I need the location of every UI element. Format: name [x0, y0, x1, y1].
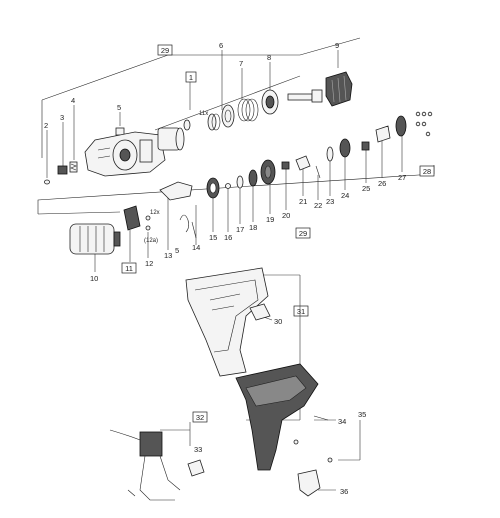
box-1-text: 1	[189, 73, 193, 82]
part-14-pin	[191, 221, 197, 239]
part-15-ring	[206, 177, 220, 199]
box-label-29-mid: 29	[295, 227, 311, 239]
part-spindle	[287, 89, 323, 103]
part-35-screws	[293, 439, 333, 463]
part-housing-right	[235, 363, 319, 471]
label-25: 25	[362, 184, 370, 193]
label-12: 12	[145, 259, 153, 268]
box-28-text: 28	[423, 167, 431, 176]
label-3: 3	[60, 113, 64, 122]
part-4-spring	[69, 161, 78, 173]
part-8-clutch-ring	[261, 89, 279, 115]
label-5b: 5	[175, 246, 179, 255]
part-5-clip	[115, 127, 125, 136]
part-9-chuck	[325, 71, 353, 107]
label-26: 26	[378, 179, 386, 188]
part-27-collar	[395, 115, 407, 137]
part-16-ball	[225, 183, 231, 189]
label-10: 10	[90, 274, 98, 283]
box-label-1: 1	[185, 71, 197, 83]
box-label-32: 32	[192, 411, 208, 423]
part-12-screws	[145, 215, 151, 231]
label-11x: 11x	[199, 111, 208, 117]
assembly-frame	[37, 37, 435, 215]
part-30-switch-cap	[249, 303, 271, 321]
part-32-switch-assembly	[109, 429, 181, 501]
label-20: 20	[282, 211, 290, 220]
label-9: 9	[335, 41, 339, 50]
box-29-mid-text: 29	[299, 229, 307, 238]
part-17-washer	[236, 175, 244, 189]
part-18-gear	[248, 169, 258, 187]
label-12x: 12x	[150, 210, 160, 216]
box-label-11: 11	[121, 262, 137, 274]
label-14: 14	[192, 243, 200, 252]
box-label-28: 28	[419, 165, 435, 177]
part-7-washer	[221, 104, 235, 128]
label-17: 17	[236, 225, 244, 234]
box-11-text: 11	[125, 264, 133, 273]
part-27-balls	[415, 111, 433, 137]
part-36-clip	[297, 469, 321, 497]
part-34-spring	[313, 415, 329, 421]
label-7: 7	[239, 59, 243, 68]
part-housing-left	[185, 267, 269, 377]
part-7-spring-coil	[237, 98, 259, 122]
part-23-washer	[326, 146, 334, 162]
label-16: 16	[224, 233, 232, 242]
part-20-nut	[281, 161, 290, 170]
label-12a: (12a)	[144, 238, 158, 244]
part-33-trigger	[187, 459, 205, 477]
label-36: 36	[340, 487, 348, 496]
label-30: 30	[274, 317, 282, 326]
part-2-pin	[44, 179, 50, 185]
label-21: 21	[299, 197, 307, 206]
label-8: 8	[267, 53, 271, 62]
part-ring-small-1	[183, 119, 191, 131]
part-25-nut	[361, 141, 370, 151]
label-22: 22	[314, 201, 322, 210]
label-6: 6	[219, 41, 223, 50]
part-5b-spring	[179, 214, 189, 233]
label-4: 4	[71, 96, 75, 105]
label-24: 24	[341, 191, 349, 200]
label-23: 23	[326, 197, 334, 206]
box-label-31: 31	[293, 305, 309, 317]
label-35: 35	[358, 410, 366, 419]
label-34: 34	[338, 417, 346, 426]
label-33: 33	[194, 445, 202, 454]
part-11-motor-plate	[123, 205, 141, 231]
box-31-text: 31	[297, 307, 305, 316]
label-15: 15	[209, 233, 217, 242]
label-18: 18	[249, 223, 257, 232]
part-3-switch	[57, 165, 68, 175]
part-21-bracket	[295, 155, 311, 171]
part-24-gear	[339, 138, 351, 158]
label-13: 13	[164, 251, 172, 260]
box-label-29-top: 29	[157, 44, 173, 56]
part-1-gear-housing	[84, 131, 166, 177]
part-22-pin	[315, 165, 321, 179]
part-6-spring	[207, 113, 221, 131]
label-19: 19	[266, 215, 274, 224]
box-29-top-text: 29	[161, 46, 169, 55]
label-2: 2	[44, 121, 48, 130]
part-labels: 2 3 4 5 6 7 8 9 11x 10 12 12x (12a) 13 5…	[44, 41, 406, 496]
part-13-bracket	[159, 181, 193, 201]
part-26-selector	[375, 125, 391, 143]
label-27: 27	[398, 173, 406, 182]
part-10-motor	[69, 223, 121, 255]
box-32-text: 32	[196, 413, 204, 422]
part-19-ring-gear	[260, 159, 276, 185]
part-gear-cylinder	[157, 127, 185, 151]
label-5: 5	[117, 103, 121, 112]
